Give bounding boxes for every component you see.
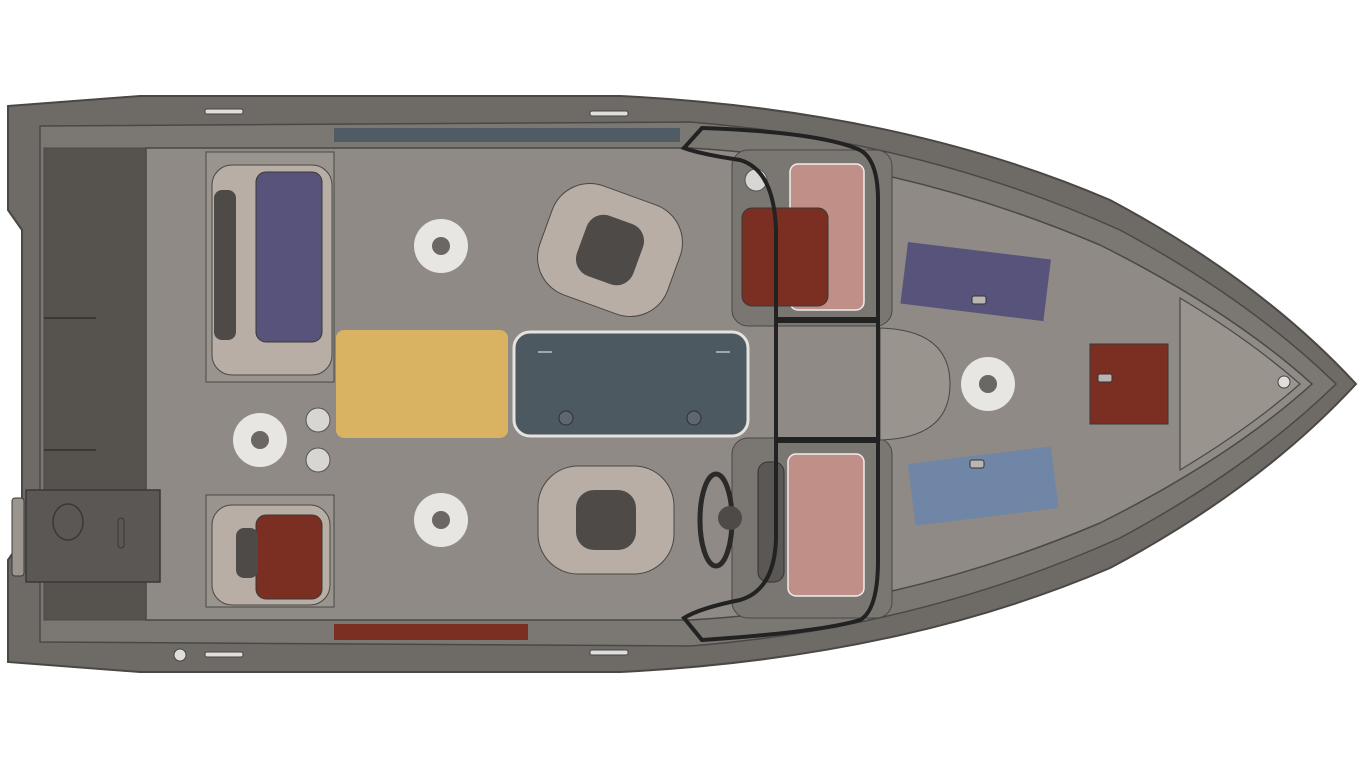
cup-holder [305, 407, 331, 433]
seat-pedestal-base [414, 493, 468, 547]
bow-deck-panel [1179, 296, 1301, 472]
motor-mount-plate [25, 489, 161, 583]
hatch-latch [686, 410, 702, 426]
bow-storage-hatch-blue [908, 446, 1059, 526]
driver-seat [787, 453, 865, 597]
fishing-seat-port [537, 183, 683, 317]
seat-pedestal-base [414, 219, 468, 273]
cleat [204, 108, 244, 115]
seat-pedestal-base [233, 413, 287, 467]
cleat [589, 649, 629, 656]
walkthrough-floor [879, 327, 951, 441]
bow-light [1277, 375, 1291, 389]
latch [1097, 373, 1113, 383]
fishing-seat-starboard [537, 465, 675, 575]
steering-hub [718, 506, 742, 530]
latch [971, 295, 987, 305]
windshield-frame [680, 125, 880, 643]
rod-storage-strip-port [334, 128, 680, 142]
drain-slot [117, 517, 125, 549]
seat-pedestal-base [961, 357, 1015, 411]
hatch-latch [558, 410, 574, 426]
passenger-seat-cushion [741, 207, 829, 307]
rear-jump-seat-back [236, 528, 258, 578]
cup-holder [305, 447, 331, 473]
cleat [204, 651, 244, 658]
rear-bench-back [214, 190, 236, 340]
rear-jump-seat-cushion [255, 514, 323, 600]
center-storage-hatch [512, 330, 750, 438]
latch [969, 459, 985, 469]
anchor-locker-hatch [1089, 343, 1169, 425]
rod-storage-strip-starboard [334, 624, 528, 640]
bow-storage-hatch-purple [900, 242, 1051, 322]
transducer-bracket [11, 497, 25, 577]
rear-bench-cushion [255, 171, 323, 343]
cleat [589, 110, 629, 117]
livewell-hatch-yellow [336, 330, 508, 438]
logo-emblem [52, 503, 84, 541]
nav-light [173, 648, 187, 662]
